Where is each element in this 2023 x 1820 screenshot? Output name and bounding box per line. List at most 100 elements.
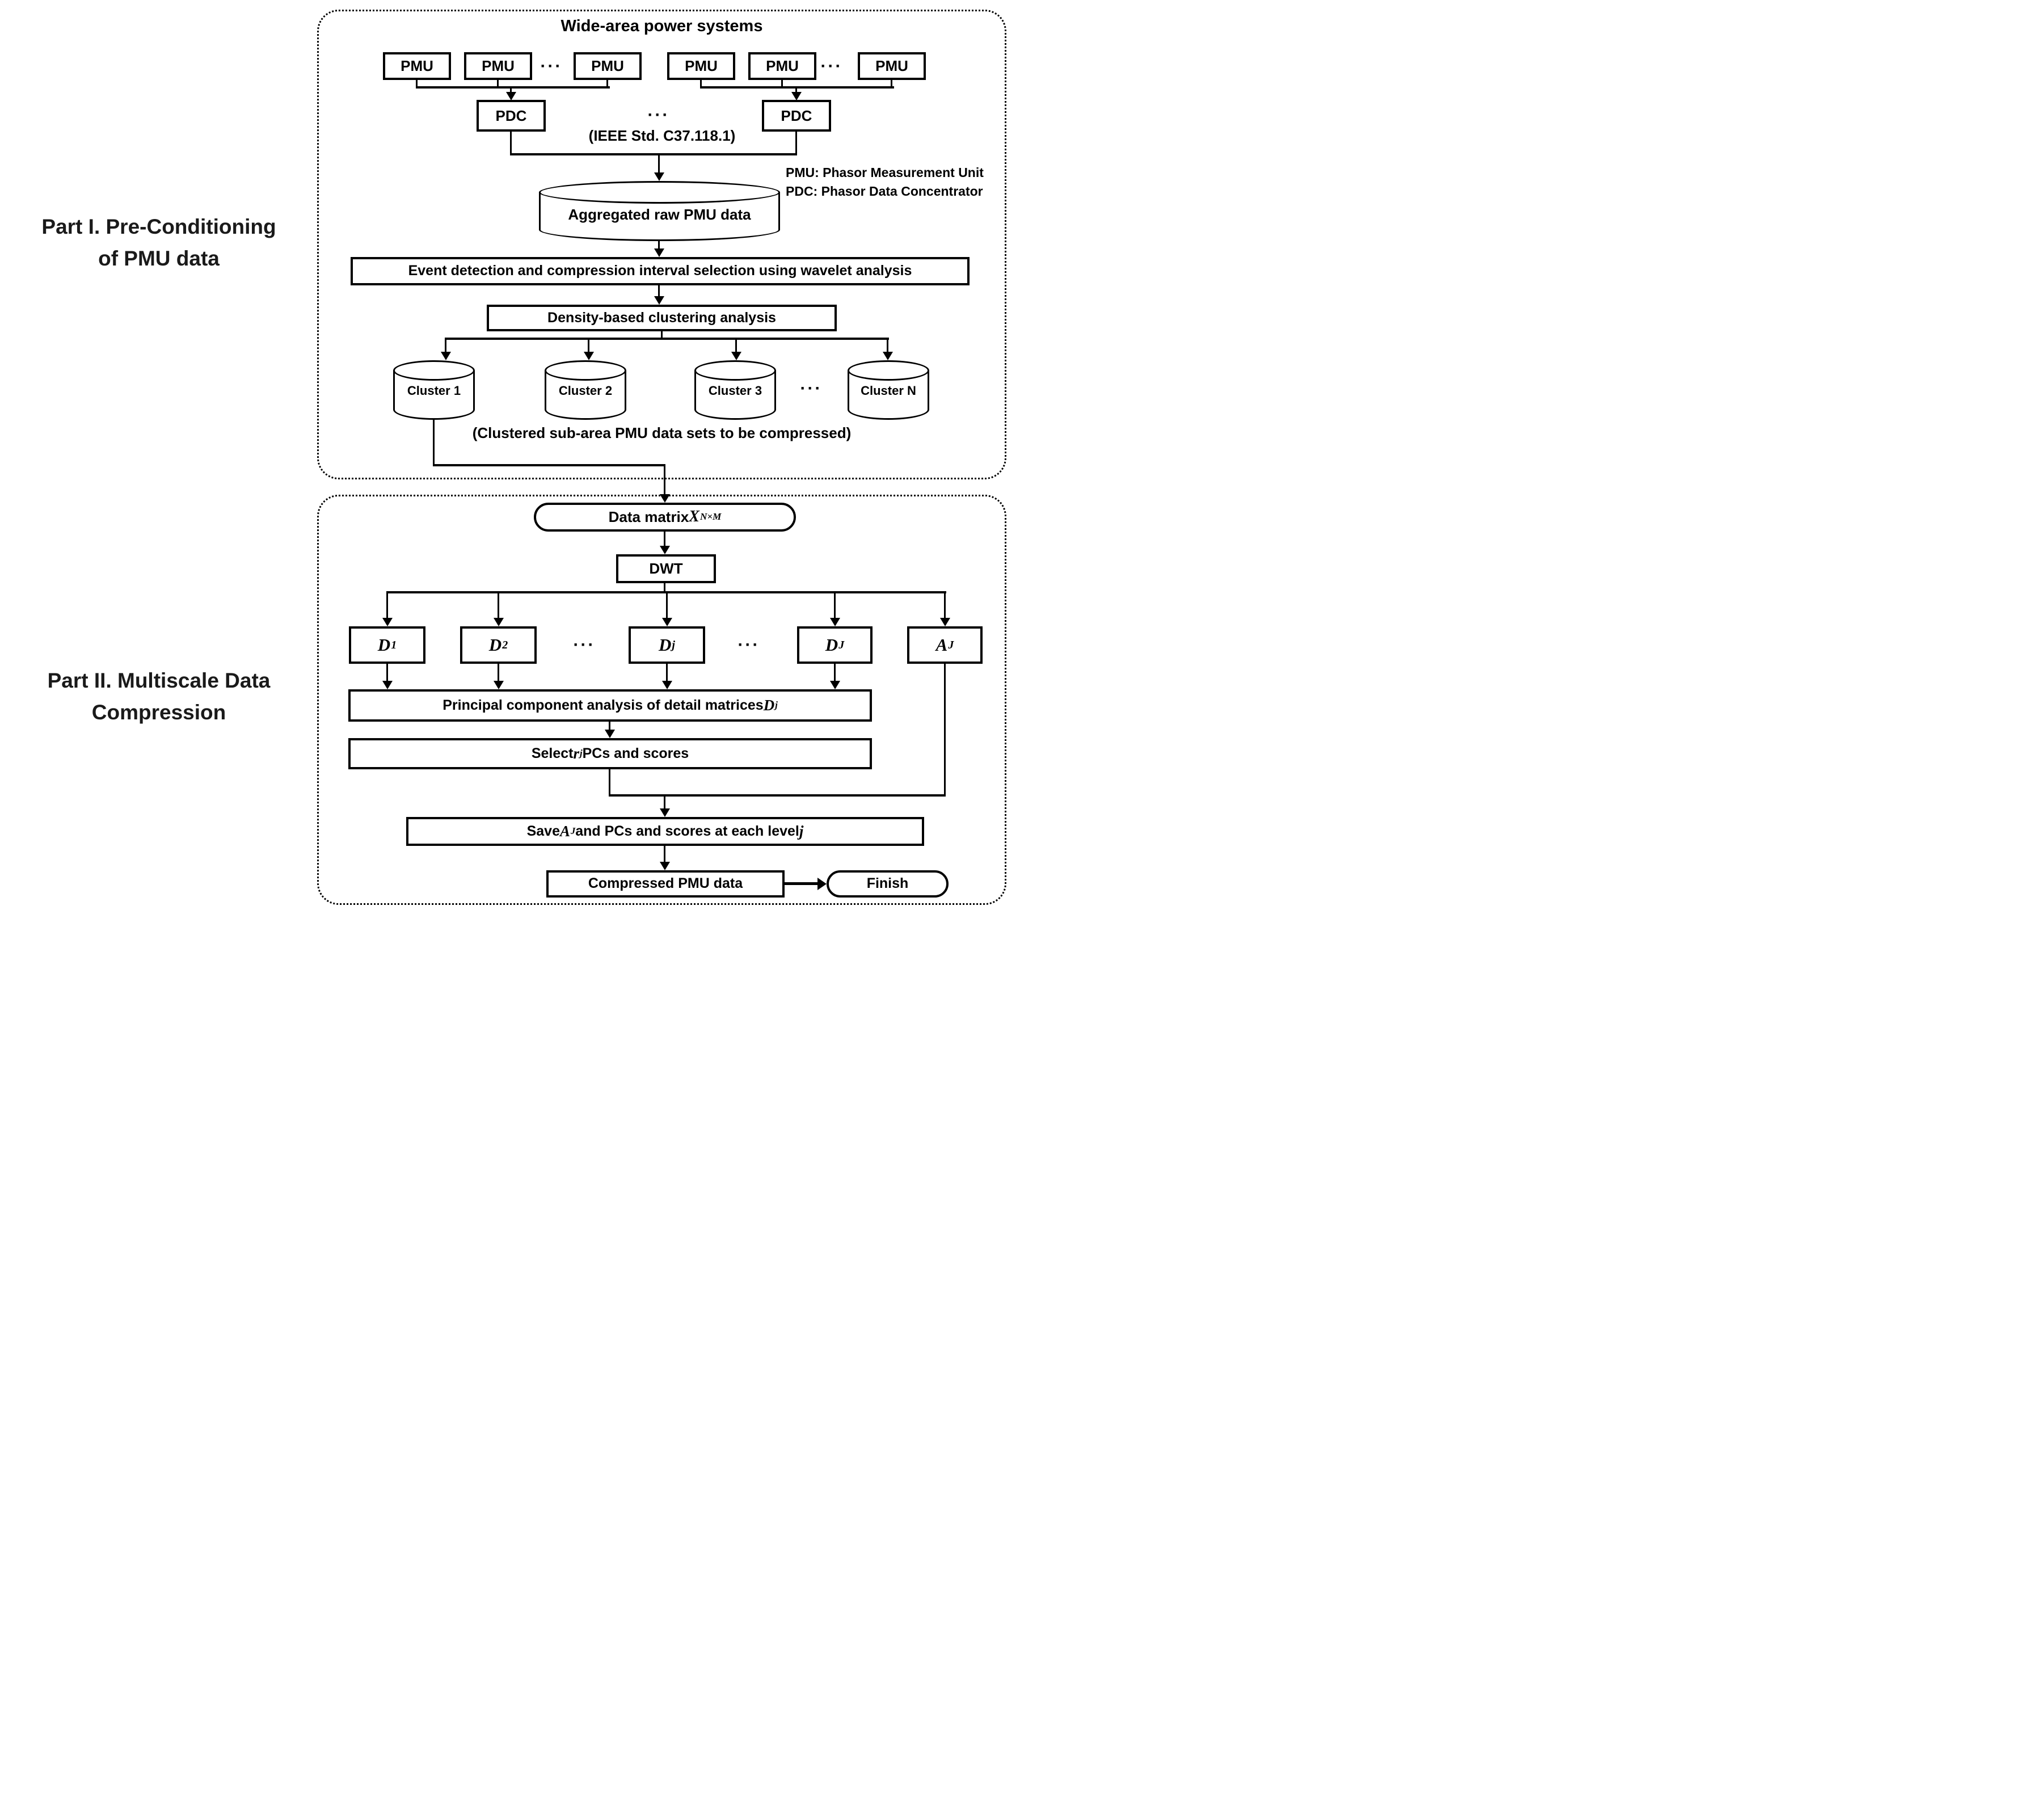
data-matrix-prefix: Data matrix: [608, 508, 689, 526]
pmu-box-3: PMU: [574, 52, 642, 80]
cluster-label-1: Cluster 1: [407, 384, 461, 398]
dj-sub: j: [672, 639, 675, 651]
flow-arrow-pmu-to-pdc-left: [510, 88, 512, 92]
pmu-box-2: PMU: [464, 52, 532, 80]
dwt-label: DWT: [649, 560, 683, 578]
flow-arrow-event-to-density: [658, 285, 660, 296]
part1-title: Wide-area power systems: [560, 17, 763, 35]
pca-box: Principal component analysis of detail m…: [348, 689, 872, 722]
cluster-label-n: Cluster N: [861, 384, 916, 398]
dj-var: D: [659, 634, 672, 655]
flow-arrow-pdc-to-aggregated: [658, 155, 660, 172]
flow-arrow-compressed-to-finish: [785, 882, 817, 885]
connector-line: [416, 80, 418, 86]
connector-line: [497, 80, 499, 86]
flow-arrow-to-cluster-1: [445, 339, 446, 352]
connector-line: [510, 153, 797, 155]
cluster-cylinder-n: Cluster N: [848, 360, 929, 420]
cylinder-top: [539, 181, 780, 204]
pca-prefix: Principal component analysis of detail m…: [442, 697, 764, 713]
flow-arrow-pmu-to-pdc-right: [795, 88, 797, 92]
pmu-box-5: PMU: [748, 52, 816, 80]
flow-arrow-to-aj: [944, 593, 946, 618]
flow-arrow-d1-to-pca: [386, 664, 388, 681]
connector-line: [661, 331, 663, 338]
d-ellipsis-left: ···: [573, 635, 596, 654]
pmu-label: PMU: [875, 57, 908, 75]
compressed-box: Compressed PMU data: [546, 870, 785, 898]
flow-arrow-datamatrix-to-dwt: [664, 532, 665, 546]
save-var2: j: [799, 822, 804, 840]
finish-label: Finish: [866, 875, 909, 892]
pdc-label: PDC: [495, 107, 527, 124]
pmu-label: PMU: [766, 57, 799, 75]
pmu-box-1: PMU: [383, 52, 451, 80]
cylinder-top: [393, 360, 475, 381]
select-sub: j: [580, 748, 583, 759]
flow-arrow-d2-to-pca: [498, 664, 499, 681]
pdc-label: PDC: [781, 107, 812, 124]
compressed-label: Compressed PMU data: [588, 875, 743, 892]
aggregated-cylinder: Aggregated raw PMU data: [539, 181, 780, 241]
select-prefix: Select: [531, 745, 574, 761]
aj-var: A: [935, 634, 948, 655]
pmu-label: PMU: [401, 57, 433, 75]
pmu-ellipsis-right: ···: [820, 57, 843, 75]
flow-arrow-djcap-to-pca: [834, 664, 836, 681]
cluster-cylinder-2: Cluster 2: [545, 360, 626, 420]
finish-node: Finish: [827, 870, 949, 898]
flow-arrow-to-dj-cap: [834, 593, 836, 618]
flow-arrow-to-d1: [386, 593, 388, 618]
pmu-ellipsis-left: ···: [540, 57, 563, 75]
pmu-label: PMU: [482, 57, 515, 75]
aggregated-label: Aggregated raw PMU data: [568, 206, 751, 223]
density-clustering-label: Density-based clustering analysis: [547, 309, 776, 326]
flow-arrow-to-cluster-n: [887, 339, 888, 352]
connector-line: [664, 583, 665, 591]
connector-line: [433, 464, 665, 466]
flow-arrow-merge-to-save: [664, 796, 665, 808]
density-clustering-box: Density-based clustering analysis: [487, 305, 837, 331]
flow-arrow-to-cluster-3: [735, 339, 737, 352]
connector-line: [433, 420, 435, 466]
pmu-label: PMU: [685, 57, 718, 75]
aj-bypass-line: [944, 664, 946, 794]
data-matrix-var: X: [689, 508, 699, 526]
legend-pmu: PMU: Phasor Measurement Unit: [786, 165, 984, 180]
select-suffix: PCs and scores: [582, 745, 689, 761]
data-matrix-sub: N×M: [699, 511, 722, 523]
connector-line: [700, 80, 702, 86]
cluster-label-3: Cluster 3: [708, 384, 762, 398]
connector-line: [781, 80, 783, 86]
part1-side-label-line1: Part I. Pre-Conditioning: [41, 215, 276, 238]
pdc-box-right: PDC: [762, 100, 831, 132]
ieee-std-note: (IEEE Std. C37.118.1): [588, 127, 736, 144]
d1-var: D: [377, 634, 391, 655]
cluster-cylinder-3: Cluster 3: [694, 360, 776, 420]
part2-side-label-line2: Compression: [91, 700, 226, 724]
save-mid: and PCs and scores at each level: [575, 823, 799, 839]
save-prefix: Save: [526, 823, 560, 839]
cluster-cylinder-1: Cluster 1: [393, 360, 475, 420]
djcap-var: D: [825, 634, 838, 655]
flow-arrow-dj-to-pca: [666, 664, 668, 681]
djcap-sub: J: [838, 639, 845, 651]
connector-line: [606, 80, 608, 86]
flow-arrow-pca-to-select: [609, 722, 610, 730]
event-detection-label: Event detection and compression interval…: [408, 263, 912, 279]
connector-line: [891, 80, 892, 86]
connector-line: [445, 338, 889, 340]
save-sub: J: [571, 825, 576, 837]
legend: PMU: Phasor Measurement Unit PDC: Phasor…: [786, 163, 1006, 201]
pdc-box-left: PDC: [477, 100, 546, 132]
connector-line: [510, 132, 512, 153]
d1-sub: 1: [391, 639, 397, 651]
